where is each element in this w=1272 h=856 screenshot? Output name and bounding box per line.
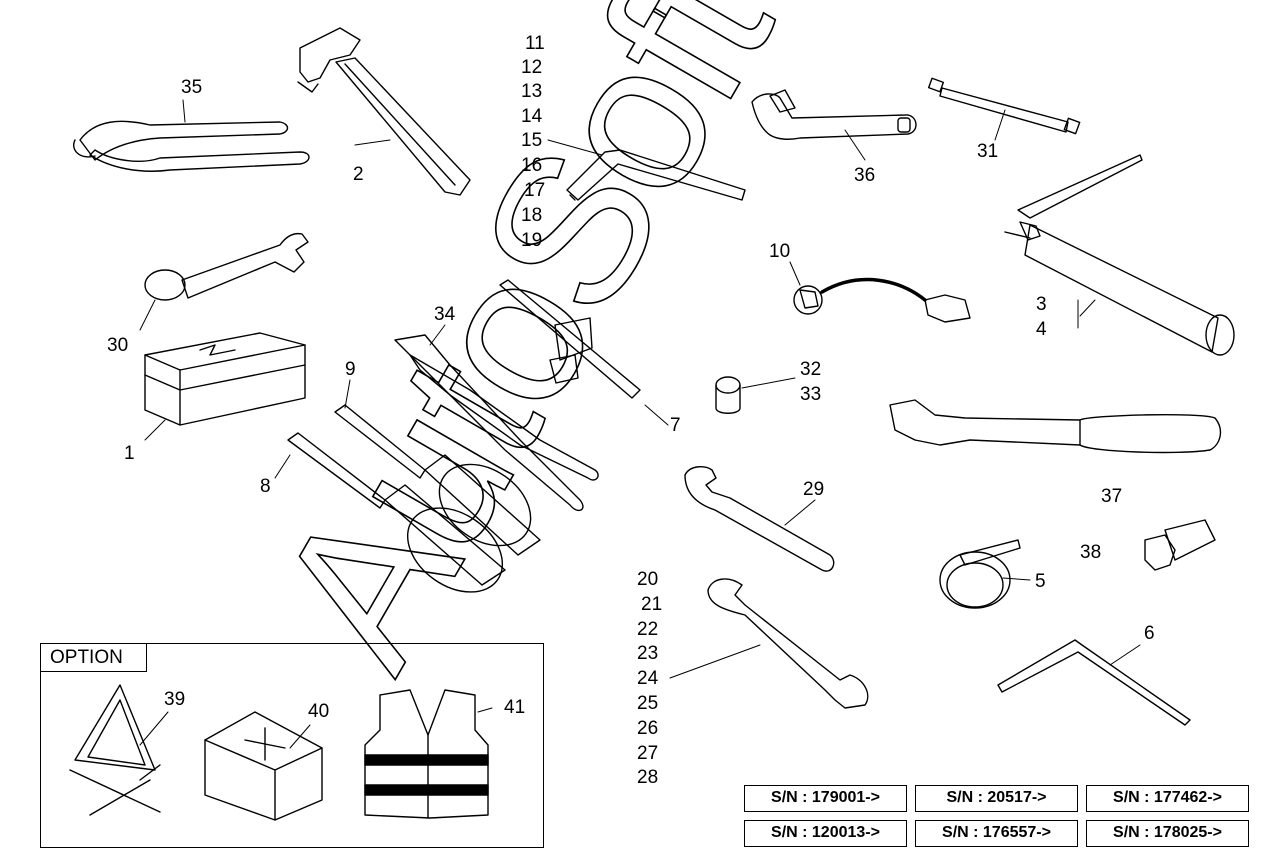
wrench-29-drawing	[684, 466, 835, 572]
double-wrench-24-drawing	[669, 578, 869, 709]
label-17: 17	[524, 180, 546, 201]
label-10: 10	[769, 241, 791, 262]
safety-vest-41-drawing	[364, 689, 493, 819]
option-title: OPTION	[40, 643, 147, 672]
fitting-38-drawing	[1144, 519, 1216, 571]
label-36: 36	[854, 165, 876, 186]
label-30: 30	[107, 335, 129, 356]
label-31: 31	[977, 141, 999, 162]
label-22: 22	[637, 619, 659, 640]
label-27: 27	[637, 743, 659, 764]
hex-key-drawing	[547, 139, 746, 201]
label-26: 26	[637, 718, 659, 739]
label-19: 19	[521, 230, 543, 251]
adjustable-wrench-36-drawing	[751, 89, 917, 161]
label-7: 7	[670, 415, 681, 436]
toolbox-1-drawing	[144, 332, 306, 441]
label-5: 5	[1035, 571, 1046, 592]
label-3: 3	[1036, 294, 1047, 315]
label-8: 8	[260, 476, 271, 497]
label-33: 33	[800, 384, 822, 405]
label-21: 21	[641, 594, 663, 615]
hose-clamp-5-drawing	[939, 539, 1031, 609]
ratchet-37-drawing	[889, 399, 1222, 454]
label-29: 29	[803, 479, 825, 500]
screwdriver-9-drawing	[334, 379, 541, 556]
label-40: 40	[308, 701, 330, 722]
first-aid-box-40-drawing	[204, 711, 323, 821]
label-34: 34	[434, 304, 456, 325]
cable-10-drawing	[789, 261, 971, 323]
label-13: 13	[521, 81, 543, 102]
label-18: 18	[521, 205, 543, 226]
label-39: 39	[164, 689, 186, 710]
pliers-35-drawing	[73, 99, 310, 172]
label-28: 28	[637, 767, 659, 788]
label-4: 4	[1036, 319, 1047, 340]
t-socket-7-drawing	[499, 279, 669, 426]
label-11: 11	[525, 33, 545, 54]
label-14: 14	[521, 106, 543, 127]
label-1: 1	[124, 443, 135, 464]
screwdriver-8-drawing	[274, 432, 506, 593]
label-35: 35	[181, 77, 203, 98]
label-37: 37	[1101, 486, 1123, 507]
wrench-30-drawing	[139, 232, 309, 331]
label-16: 16	[521, 155, 543, 176]
serial-box-2: S/N : 20517->	[915, 785, 1078, 812]
serial-box-5: S/N : 176557->	[915, 820, 1078, 847]
warning-triangle-39-drawing	[69, 684, 169, 816]
label-9: 9	[345, 359, 356, 380]
serial-box-6: S/N : 178025->	[1086, 820, 1249, 847]
label-6: 6	[1144, 623, 1155, 644]
label-15: 15	[521, 130, 543, 151]
spanner-31-drawing	[927, 77, 1081, 141]
label-12: 12	[521, 57, 543, 78]
label-24: 24	[637, 668, 659, 689]
serial-box-1: S/N : 179001->	[744, 785, 907, 812]
tool-2-drawing	[297, 27, 471, 196]
label-32: 32	[800, 359, 822, 380]
label-41: 41	[504, 697, 526, 718]
option-box	[40, 643, 544, 848]
serial-box-3: S/N : 177462->	[1086, 785, 1249, 812]
hex-key-6-drawing	[997, 639, 1191, 726]
grease-gun-drawing	[1004, 154, 1235, 356]
label-25: 25	[637, 693, 659, 714]
label-2: 2	[353, 164, 364, 185]
serial-box-4: S/N : 120013->	[744, 820, 907, 847]
label-38: 38	[1080, 542, 1102, 563]
label-20: 20	[637, 569, 659, 590]
pliers-34-drawing	[394, 324, 599, 512]
socket-32-drawing	[715, 376, 796, 414]
label-23: 23	[637, 643, 659, 664]
